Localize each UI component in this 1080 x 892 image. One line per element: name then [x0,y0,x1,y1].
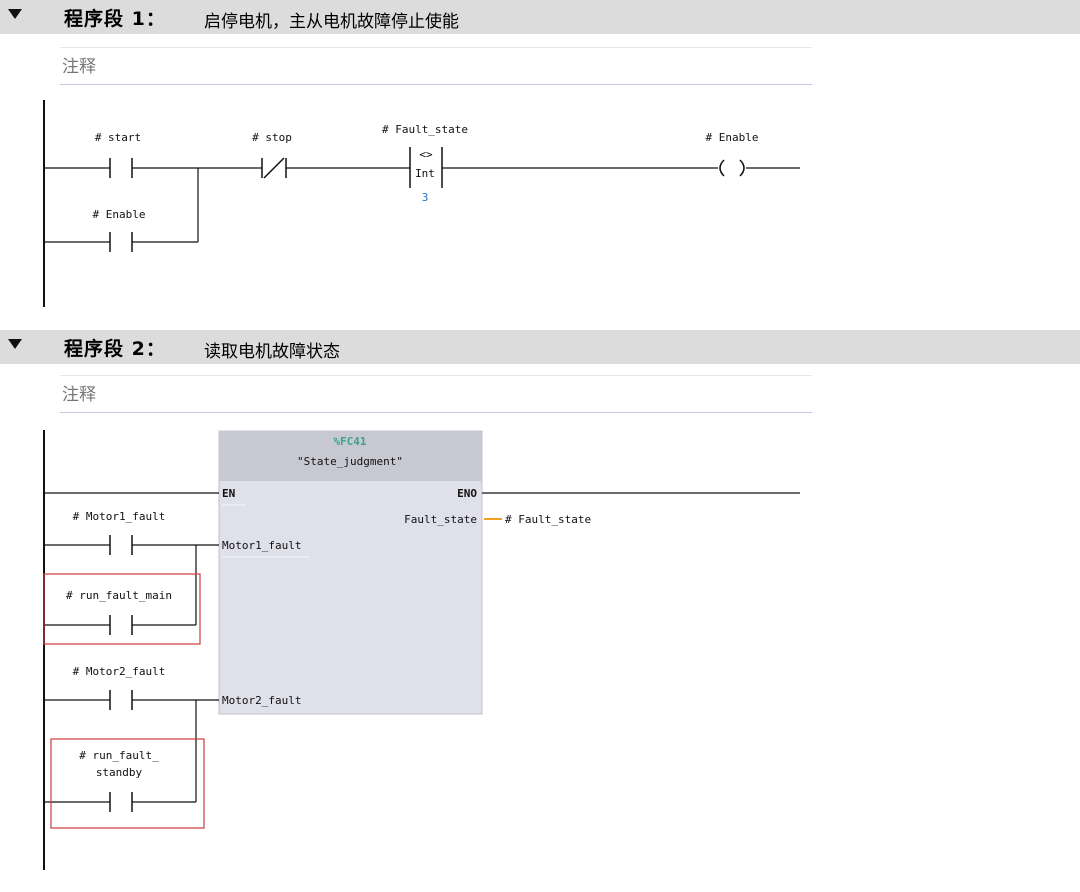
network-1-comment[interactable]: 注释 [60,47,812,85]
highlight-box-standby [50,738,205,829]
pin-eno: ENO [457,487,477,500]
network-title-prefix: 程序段 [64,8,125,30]
pin-motor2-fault: Motor2_fault [222,694,301,707]
network-1-header: 程序段 1： 启停电机，主从电机故障停止使能 [0,0,1080,34]
contact-run-fault-main[interactable]: # run_fault_main [66,589,172,635]
contact-enable-label: # Enable [93,208,146,221]
contact-run-fault-standby[interactable]: # run_fault_ standby [79,749,159,812]
collapse-network-1-icon[interactable] [8,9,22,19]
network-2-description[interactable]: 读取电机故障状态 [204,342,340,362]
highlight-box-main [43,573,201,645]
collapse-network-2-icon[interactable] [8,339,22,349]
function-block-state-judgment[interactable]: %FC41 "State_judgment" EN ENO Fault_stat… [218,430,483,715]
contact-motor1-fault[interactable]: # Motor1_fault [73,510,166,555]
output-operand-fault-state[interactable]: # Fault_state [505,513,591,526]
network-1-title: 程序段 1： [64,4,166,31]
network-1-ladder: # start # stop # Fault_state <> Int 3 # … [43,100,800,307]
contact-enable-parallel[interactable]: # Enable [93,208,146,252]
contact-run-main-label: # run_fault_main [66,589,172,602]
compare-value: 3 [422,191,429,204]
compare-operator: <> [419,148,433,161]
network-1-description[interactable]: 启停电机，主从电机故障停止使能 [204,12,459,32]
block-address: %FC41 [333,435,366,448]
comment-placeholder: 注释 [62,57,96,77]
pin-motor1-fault: Motor1_fault [222,539,301,552]
pin-en: EN [222,487,235,500]
network-2-header: 程序段 2： 读取电机故障状态 [0,330,1080,364]
contact-motor2-fault[interactable]: # Motor2_fault [73,665,166,710]
compare-contact-fault-state[interactable]: # Fault_state <> Int 3 [382,123,468,204]
network-2-comment[interactable]: 注释 [60,375,812,413]
coil-enable-label: # Enable [706,131,759,144]
coil-enable[interactable]: # Enable [706,131,759,177]
pin-fault-state: Fault_state [404,513,477,526]
contact-start[interactable]: # start [95,131,141,178]
block-name: "State_judgment" [297,455,403,468]
comment-placeholder: 注释 [62,385,96,405]
contact-motor1-label: # Motor1_fault [73,510,166,523]
contact-motor2-label: # Motor2_fault [73,665,166,678]
compare-operand-label: # Fault_state [382,123,468,136]
contact-stop-label: # stop [252,131,292,144]
contact-run-standby-label-2: standby [96,766,143,779]
network-2-ladder: %FC41 "State_judgment" EN ENO Fault_stat… [43,430,800,870]
network-title-prefix: 程序段 [64,338,125,360]
network-number: 2： [131,338,166,360]
compare-type: Int [415,167,435,180]
contact-run-standby-label-1: # run_fault_ [79,749,159,762]
contact-stop[interactable]: # stop [252,131,292,179]
network-2-title: 程序段 2： [64,334,166,361]
contact-start-label: # start [95,131,141,144]
network-number: 1： [131,8,166,30]
